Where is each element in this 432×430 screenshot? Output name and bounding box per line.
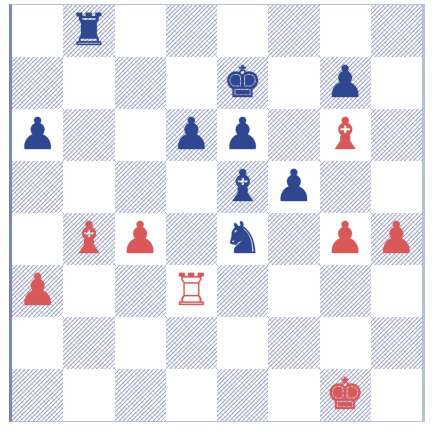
square-e8[interactable] <box>217 5 268 57</box>
square-e5[interactable]: ♝ <box>217 161 268 213</box>
square-d3[interactable]: ♖ <box>166 265 217 317</box>
square-g2[interactable] <box>320 317 371 369</box>
square-b4[interactable]: ♝ <box>63 213 114 265</box>
square-b3[interactable] <box>63 265 114 317</box>
square-d8[interactable] <box>166 5 217 57</box>
square-c1[interactable] <box>115 369 166 421</box>
black-king-icon[interactable]: ♚ <box>223 61 262 105</box>
square-a1[interactable] <box>12 369 63 421</box>
square-a5[interactable] <box>12 161 63 213</box>
square-b2[interactable] <box>63 317 114 369</box>
square-d1[interactable] <box>166 369 217 421</box>
square-h8[interactable] <box>371 5 422 57</box>
square-e2[interactable] <box>217 317 268 369</box>
white-bishop-icon[interactable]: ♝ <box>325 113 364 157</box>
square-a7[interactable] <box>12 57 63 109</box>
square-a6[interactable]: ♟ <box>12 109 63 161</box>
square-f7[interactable] <box>268 57 319 109</box>
black-pawn-icon[interactable]: ♟ <box>172 113 211 157</box>
square-d7[interactable] <box>166 57 217 109</box>
square-h3[interactable] <box>371 265 422 317</box>
square-d4[interactable] <box>166 213 217 265</box>
square-f6[interactable] <box>268 109 319 161</box>
square-b8[interactable]: ♜ <box>63 5 114 57</box>
black-knight-icon[interactable]: ♞ <box>223 217 262 261</box>
white-pawn-icon[interactable]: ♟ <box>18 269 57 313</box>
square-f8[interactable] <box>268 5 319 57</box>
white-bishop-icon[interactable]: ♝ <box>69 217 108 261</box>
square-f2[interactable] <box>268 317 319 369</box>
square-f5[interactable]: ♟ <box>268 161 319 213</box>
square-a2[interactable] <box>12 317 63 369</box>
square-e6[interactable]: ♟ <box>217 109 268 161</box>
black-bishop-icon[interactable]: ♝ <box>223 165 262 209</box>
square-h5[interactable] <box>371 161 422 213</box>
square-h2[interactable] <box>371 317 422 369</box>
square-h6[interactable] <box>371 109 422 161</box>
black-pawn-icon[interactable]: ♟ <box>223 113 262 157</box>
square-g1[interactable]: ♚ <box>320 369 371 421</box>
square-b1[interactable] <box>63 369 114 421</box>
square-h7[interactable] <box>371 57 422 109</box>
square-g5[interactable] <box>320 161 371 213</box>
square-f3[interactable] <box>268 265 319 317</box>
black-pawn-icon[interactable]: ♟ <box>325 61 364 105</box>
square-g8[interactable] <box>320 5 371 57</box>
square-a4[interactable] <box>12 213 63 265</box>
square-b7[interactable] <box>63 57 114 109</box>
square-b5[interactable] <box>63 161 114 213</box>
square-a8[interactable] <box>12 5 63 57</box>
square-e7[interactable]: ♚ <box>217 57 268 109</box>
square-c7[interactable] <box>115 57 166 109</box>
square-e1[interactable] <box>217 369 268 421</box>
square-g4[interactable]: ♟ <box>320 213 371 265</box>
square-g7[interactable]: ♟ <box>320 57 371 109</box>
black-rook-icon[interactable]: ♜ <box>69 9 108 53</box>
square-f1[interactable] <box>268 369 319 421</box>
square-g6[interactable]: ♝ <box>320 109 371 161</box>
chess-board: ♜ ♚ ♟ ♟ ♟ ♟ ♝ ♝ ♟ ♝ ♟ ♞ ♟ ♟ ♟ ♖ ♚ <box>9 4 425 422</box>
square-e4[interactable]: ♞ <box>217 213 268 265</box>
square-a3[interactable]: ♟ <box>12 265 63 317</box>
square-c6[interactable] <box>115 109 166 161</box>
square-c2[interactable] <box>115 317 166 369</box>
white-king-icon[interactable]: ♚ <box>325 373 364 417</box>
square-g3[interactable] <box>320 265 371 317</box>
square-c8[interactable] <box>115 5 166 57</box>
black-pawn-icon[interactable]: ♟ <box>18 113 57 157</box>
white-pawn-icon[interactable]: ♟ <box>377 217 416 261</box>
white-pawn-icon[interactable]: ♟ <box>120 217 159 261</box>
white-rook-icon[interactable]: ♖ <box>172 269 211 313</box>
black-pawn-icon[interactable]: ♟ <box>274 165 313 209</box>
square-c5[interactable] <box>115 161 166 213</box>
square-c4[interactable]: ♟ <box>115 213 166 265</box>
square-d5[interactable] <box>166 161 217 213</box>
square-e3[interactable] <box>217 265 268 317</box>
square-b6[interactable] <box>63 109 114 161</box>
white-pawn-icon[interactable]: ♟ <box>325 217 364 261</box>
square-d2[interactable] <box>166 317 217 369</box>
square-h4[interactable]: ♟ <box>371 213 422 265</box>
square-h1[interactable] <box>371 369 422 421</box>
square-d6[interactable]: ♟ <box>166 109 217 161</box>
square-c3[interactable] <box>115 265 166 317</box>
square-f4[interactable] <box>268 213 319 265</box>
